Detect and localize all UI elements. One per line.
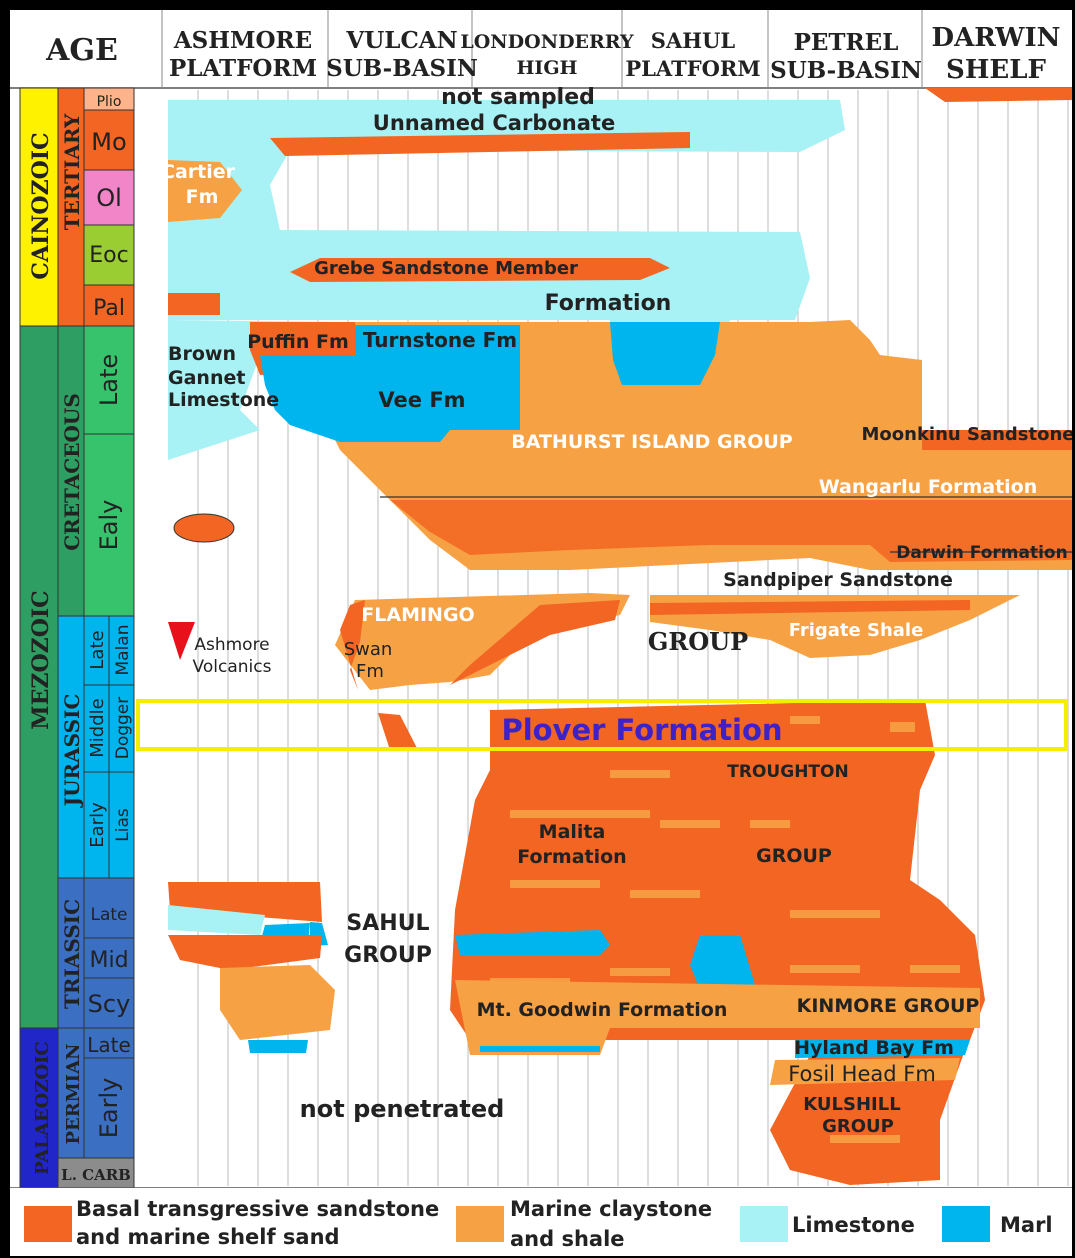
label-swan-1: Swan: [344, 639, 393, 660]
epoch-label-early-jur: Early: [87, 802, 108, 848]
label-gannet: Gannet: [168, 367, 245, 389]
column-vulcan-line1: VULCAN: [345, 27, 457, 54]
label-cartier-2: Fm: [186, 186, 219, 208]
legend-marl: Marl: [1000, 1213, 1053, 1237]
legend-swatch-limestone: [740, 1206, 788, 1242]
label-grebe: Grebe Sandstone Member: [314, 258, 578, 279]
epoch-label-late-tri: Late: [90, 905, 127, 925]
column-petrel-line2: SUB-BASIN: [770, 57, 922, 84]
label-plover: Plover Formation: [501, 713, 782, 747]
label-troughton: TROUGHTON: [727, 762, 848, 782]
epoch-label-mid-tri: Mid: [89, 948, 128, 973]
chart-canvas: AGE ASHMORE PLATFORM VULCAN SUB-BASIN LO…: [10, 10, 1072, 1256]
label-limestone: Limestone: [168, 389, 279, 411]
period-label-triassic: TRIASSIC: [60, 899, 84, 1009]
time-scale: CAINOZOIC MEZOZOIC PALAEOZOIC TERTIARY C…: [20, 88, 134, 1188]
epoch-label-scy: Scy: [88, 990, 131, 1018]
ashmore-volcanics: [168, 622, 195, 660]
ashmore-lens: [174, 514, 234, 542]
label-ashmore-volc-1: Ashmore: [194, 635, 269, 655]
label-fosil: Fosil Head Fm: [788, 1062, 936, 1086]
label-vee: Vee Fm: [378, 388, 465, 412]
column-sahul-line1: SAHUL: [651, 28, 736, 53]
legend-limestone: Limestone: [792, 1213, 915, 1237]
label-unnamed-carbonate: Unnamed Carbonate: [373, 111, 615, 135]
legend-swatch-sand: [24, 1206, 72, 1242]
label-darwin-fm: Darwin Formation: [896, 543, 1067, 563]
epoch-label-eoc: Eoc: [89, 243, 128, 268]
period-label-lcarb: L. CARB: [61, 1166, 131, 1184]
label-cartier-1: Cartier: [161, 161, 236, 183]
column-vulcan-line2: SUB-BASIN: [326, 55, 478, 82]
period-label-jurassic: JURASSIC: [60, 694, 84, 809]
epoch-label-pal: Pal: [93, 296, 125, 321]
column-londonderry-line1: LONDONDERRY: [460, 31, 634, 53]
stage-label-lias: Lias: [113, 808, 133, 842]
period-label-cretaceous: CRETACEOUS: [60, 393, 84, 551]
label-swan-2: Fm: [356, 661, 384, 682]
label-brown: Brown: [168, 343, 236, 365]
epoch-label-mio: Mo: [91, 128, 126, 156]
epoch-label-middle-jur: Middle: [87, 698, 108, 757]
label-bathurst: BATHURST ISLAND GROUP: [511, 431, 793, 453]
era-label-cainozoic: CAINOZOIC: [28, 132, 54, 279]
era-label-palaeozoic: PALAEOZOIC: [32, 1041, 53, 1175]
label-not-sampled: not sampled: [441, 85, 595, 110]
epoch-label-late-perm: Late: [87, 1033, 131, 1057]
epoch-label-late-jur: Late: [87, 630, 108, 669]
epoch-label-early-cret: Ealy: [95, 500, 123, 551]
header-row: AGE ASHMORE PLATFORM VULCAN SUB-BASIN LO…: [10, 10, 1072, 88]
period-label-permian: PERMIAN: [63, 1044, 84, 1145]
column-ashmore-line2: PLATFORM: [169, 55, 317, 82]
label-ashmore-volc-2: Volcanics: [193, 657, 272, 677]
stage-label-malan: Malan: [113, 625, 133, 676]
column-ashmore-line1: ASHMORE: [173, 27, 312, 54]
label-not-penetrated: not penetrated: [300, 1095, 505, 1123]
label-wangarlu: Wangarlu Formation: [819, 476, 1038, 498]
label-troughton-group: GROUP: [756, 845, 832, 867]
label-mt-goodwin: Mt. Goodwin Formation: [477, 999, 728, 1021]
legend-swatch-shale: [456, 1206, 504, 1242]
era-label-mezozoic: MEZOZOIC: [28, 590, 54, 729]
label-frigate: Frigate Shale: [789, 620, 924, 641]
marl-body-sahul: [610, 322, 720, 385]
label-formation: Formation: [545, 291, 672, 316]
label-sandpiper: Sandpiper Sandstone: [723, 569, 953, 591]
label-kulshill-1: KULSHILL: [803, 1094, 900, 1115]
column-sahul-line2: PLATFORM: [625, 56, 760, 81]
label-moonkinu: Moonkinu Sandstone: [861, 424, 1072, 445]
label-malita-1: Malita: [539, 821, 606, 843]
epoch-label-plio: Plio: [97, 94, 122, 110]
stratigraphic-chart: AGE ASHMORE PLATFORM VULCAN SUB-BASIN LO…: [10, 10, 1072, 1256]
column-darwin-line2: SHELF: [946, 55, 1046, 85]
epoch-label-ol: Ol: [96, 184, 122, 212]
period-label-tertiary: TERTIARY: [60, 113, 84, 230]
label-hyland: Hyland Bay Fm: [794, 1037, 954, 1059]
legend-sand-line2: and marine shelf sand: [76, 1225, 340, 1249]
column-londonderry-line2: HIGH: [516, 57, 577, 79]
label-malita-2: Formation: [517, 846, 626, 868]
column-darwin-line1: DARWIN: [932, 23, 1061, 53]
label-kinmore: KINMORE GROUP: [797, 995, 980, 1017]
legend-sand-line1: Basal transgressive sandstone: [76, 1197, 439, 1221]
epoch-label-early-perm: Early: [95, 1078, 123, 1139]
legend-swatch-marl: [942, 1206, 990, 1242]
label-flamingo-group: GROUP: [648, 627, 748, 656]
label-flamingo: FLAMINGO: [361, 604, 474, 626]
label-puffin: Puffin Fm: [247, 331, 349, 353]
jurassic-upper-units: [168, 593, 1020, 690]
label-sahul-2: GROUP: [344, 943, 432, 968]
label-sahul-1: SAHUL: [346, 911, 429, 936]
legend-shale-line2: and shale: [510, 1227, 625, 1251]
label-turnstone: Turnstone Fm: [363, 328, 517, 352]
sahul-group-lower: [220, 965, 335, 1040]
legend: Basal transgressive sandstone and marine…: [10, 1188, 1072, 1256]
stage-label-dogger: Dogger: [113, 697, 133, 760]
column-petrel-line1: PETREL: [794, 29, 899, 56]
age-header: AGE: [45, 33, 118, 68]
epoch-label-late-cret: Late: [95, 354, 123, 406]
plover-wedge: [378, 713, 418, 750]
label-kulshill-2: GROUP: [822, 1116, 894, 1137]
legend-shale-line1: Marine claystone: [510, 1197, 712, 1221]
